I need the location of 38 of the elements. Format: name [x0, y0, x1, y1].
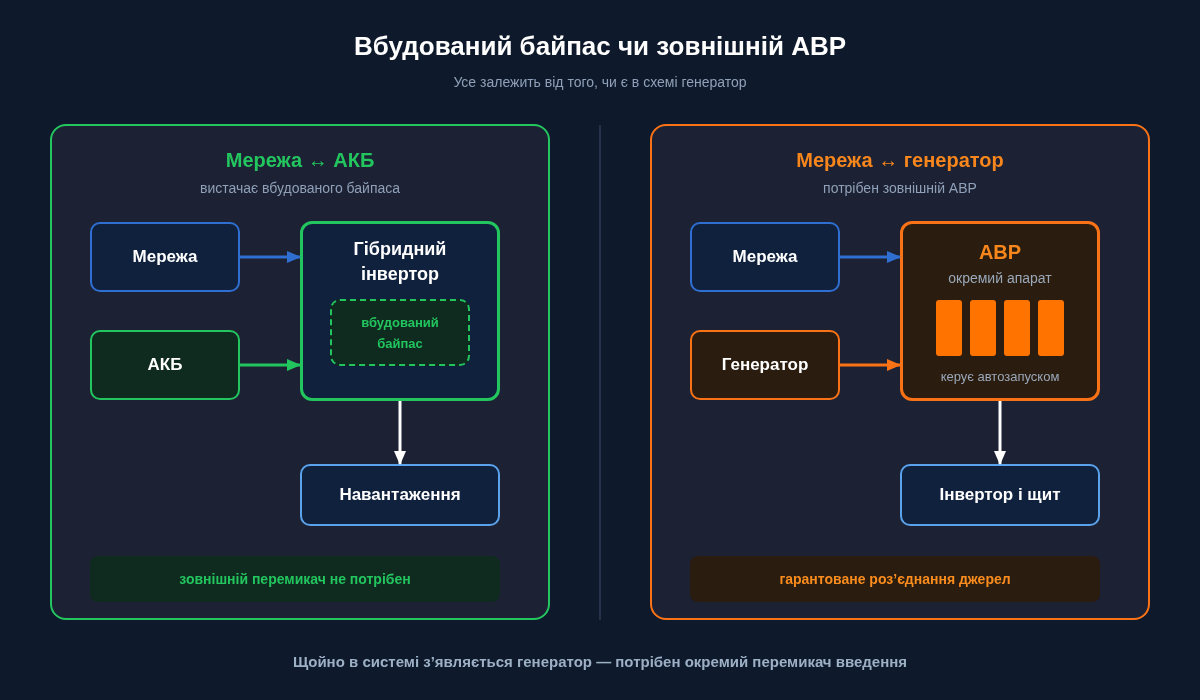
bypass-box [330, 299, 470, 366]
box-label: Мережа [732, 246, 798, 268]
box-heading: Гібридний інвертор [352, 238, 448, 286]
panel-heading: Мережа ↔ АКБ [225, 148, 375, 173]
box-label: АКБ [147, 354, 183, 376]
box-label: Навантаження [339, 484, 461, 506]
arrow [240, 251, 301, 263]
process-box [690, 330, 840, 400]
subtitle: Усе залежить від того, чи є в схемі генератор [453, 73, 747, 92]
box-note: керує автозапуском [940, 368, 1060, 386]
process-box [90, 330, 240, 400]
note-text: зовнішній перемикач не потрібен [179, 570, 411, 589]
caption: Щойно в системі з’являється генератор — потрібен окремий перемикач введення [292, 652, 908, 672]
box-label: вбудований байпас [360, 313, 440, 353]
panel-heading: Мережа ↔ генератор [796, 148, 1004, 173]
arrow [840, 359, 901, 371]
diagram-title: Вбудований байпас чи зовнішній АВР [353, 30, 847, 63]
box-label: Інвертор і щит [939, 484, 1061, 506]
box-note: окремий апарат [948, 269, 1052, 288]
inverter-box [300, 221, 500, 401]
panel-subheading: потрібен зовнішній АВР [823, 179, 977, 198]
box-heading: АВР [978, 240, 1022, 265]
arrow [840, 251, 901, 263]
note-banner [690, 556, 1100, 602]
arrow [994, 401, 1006, 465]
comparison-panel [50, 124, 550, 620]
arrow [394, 401, 406, 465]
note-text: гарантоване розʼєднання джерел [779, 570, 1011, 589]
process-box [90, 222, 240, 292]
switch-box [900, 221, 1100, 401]
comparison-panel [650, 124, 1150, 620]
process-box [690, 222, 840, 292]
box-label: Мережа [132, 246, 198, 268]
arrow [240, 359, 301, 371]
box-label: Генератор [721, 354, 809, 376]
process-box [900, 464, 1100, 526]
panel-subheading: вистачає вбудованого байпаса [199, 179, 401, 198]
process-box [300, 464, 500, 526]
